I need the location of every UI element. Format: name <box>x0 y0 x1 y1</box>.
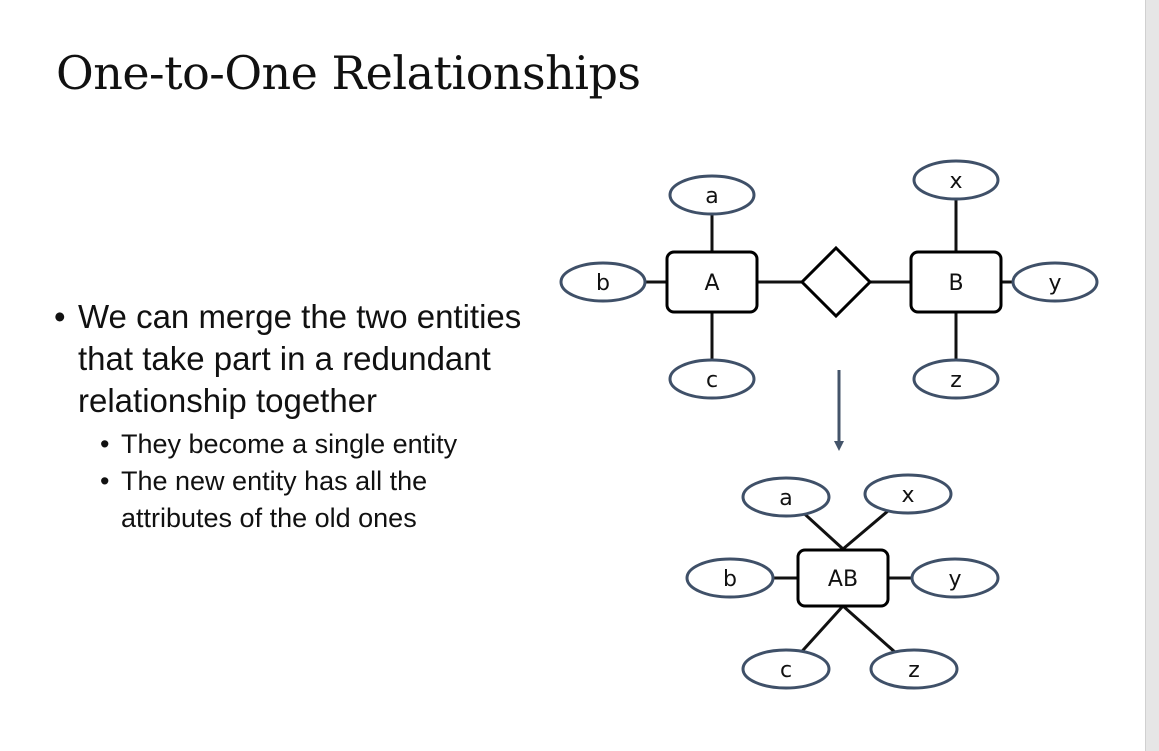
attribute-label-a: a <box>705 184 718 209</box>
merged-attribute-ellipse-z <box>869 648 959 690</box>
entity-box-ab <box>796 548 890 608</box>
merged-attribute-label-y: y <box>948 567 961 592</box>
sub-bullet-text: The new entity has all the attributes of… <box>121 466 428 533</box>
bullet-list: • We can merge the two entities that tak… <box>54 296 524 537</box>
bullet-main-text: We can merge the two entities that take … <box>78 298 522 419</box>
attribute-ellipse-z <box>912 358 1000 400</box>
entity-box-b <box>909 250 1003 314</box>
attribute-ellipse-b <box>559 261 647 303</box>
merged-attribute-label-a: a <box>779 486 792 511</box>
entity-box-a <box>665 250 759 314</box>
attribute-label-c: c <box>706 368 718 393</box>
bullet-main: • We can merge the two entities that tak… <box>54 296 524 422</box>
attribute-label-x: x <box>949 169 962 194</box>
merged-attribute-ellipse-x <box>863 473 953 515</box>
window-edge <box>1145 0 1159 751</box>
merged-attribute-ellipse-y <box>910 557 1000 599</box>
attribute-ellipse-c <box>668 358 756 400</box>
entity-label-b: B <box>948 271 963 296</box>
merged-attribute-ellipse-a <box>741 476 831 518</box>
merged-attribute-label-x: x <box>901 483 914 508</box>
attribute-ellipse-x <box>912 159 1000 201</box>
sub-bullet-text: They become a single entity <box>121 429 458 459</box>
attribute-label-b: b <box>596 271 610 296</box>
merged-attribute-ellipse-b <box>685 557 775 599</box>
attribute-ellipse-a <box>668 174 756 216</box>
bullet-dot: • <box>100 466 110 496</box>
attribute-label-z: z <box>950 368 962 393</box>
entity-label-a: A <box>704 271 719 296</box>
er-after <box>685 473 1000 690</box>
merged-attribute-ellipse-c <box>741 648 831 690</box>
slide-title: One-to-One Relationships <box>56 46 641 100</box>
merged-attribute-label-c: c <box>780 658 792 683</box>
entity-label-ab: AB <box>828 567 858 592</box>
bullet-dot: • <box>54 298 66 335</box>
attribute-label-y: y <box>1048 271 1061 296</box>
relationship-diamond <box>799 245 873 319</box>
sub-bullet-list: • They become a single entity • The new … <box>100 426 524 537</box>
sub-bullet: • The new entity has all the attributes … <box>100 463 524 537</box>
bullet-dot: • <box>100 429 110 459</box>
er-before <box>559 159 1099 400</box>
attribute-ellipse-y <box>1011 261 1099 303</box>
sub-bullet: • They become a single entity <box>100 426 524 463</box>
merged-attribute-label-b: b <box>723 567 737 592</box>
merged-attribute-label-z: z <box>908 658 920 683</box>
